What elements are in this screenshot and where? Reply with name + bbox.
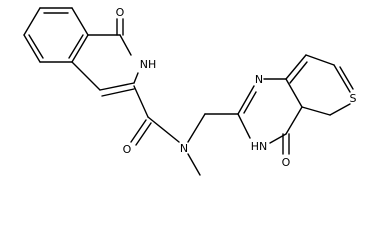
bond — [23, 34, 41, 63]
bonds — [23, 7, 354, 176]
bond — [237, 85, 255, 115]
bond — [71, 34, 89, 63]
bond — [285, 106, 303, 135]
atom-o-amide: O — [123, 143, 132, 156]
bond — [135, 122, 152, 146]
bond — [301, 106, 331, 116]
atom-labels: O NH O N N S HN O — [116, 6, 357, 169]
bond — [187, 153, 201, 176]
bond — [99, 82, 135, 91]
bond — [71, 61, 101, 91]
atom-n-pyrimidine: N — [255, 73, 263, 86]
bond — [147, 116, 180, 143]
bond — [28, 34, 44, 59]
bond — [329, 103, 351, 116]
bond — [333, 64, 351, 93]
atom-o-carbonyl-top: O — [116, 6, 125, 19]
bond — [285, 54, 307, 80]
bond — [130, 119, 147, 143]
bond — [237, 113, 251, 139]
bond — [243, 91, 257, 114]
molecule-svg: O NH O N N S HN O — [23, 6, 357, 176]
atom-n-amide: N — [180, 142, 188, 155]
bond — [289, 61, 308, 84]
atom-o-carbonyl-bottom: O — [282, 156, 291, 169]
bond — [23, 7, 41, 36]
chemical-structure-diagram: O NH O N N S HN O — [23, 6, 357, 176]
atom-s-thiophene: S — [350, 92, 357, 105]
atom-nh-lactam: NH — [140, 58, 157, 71]
bond — [285, 78, 303, 108]
bond — [339, 66, 354, 90]
bond — [101, 88, 135, 97]
bond — [119, 34, 132, 56]
bond — [133, 85, 149, 118]
bond — [71, 7, 89, 36]
bond — [305, 54, 335, 66]
bond — [187, 113, 206, 143]
atom-hn-pyrimidinone: HN — [251, 140, 268, 153]
bond — [133, 72, 139, 84]
bond — [68, 34, 84, 59]
